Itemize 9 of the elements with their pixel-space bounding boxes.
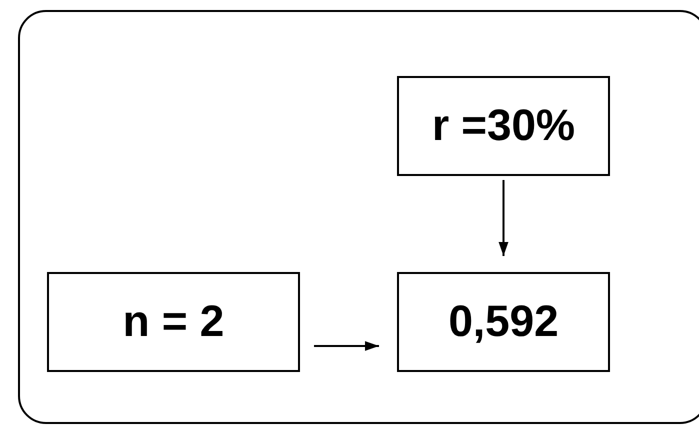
frame-box: [18, 10, 699, 424]
value-text: r =30%: [432, 101, 576, 151]
value-box: [397, 272, 610, 372]
value-box: [47, 272, 300, 372]
value-box: [397, 76, 610, 176]
arrow: [314, 341, 379, 351]
value-text: 0,592: [448, 297, 559, 347]
arrow: [498, 180, 508, 256]
value-text: n = 2: [122, 297, 224, 347]
